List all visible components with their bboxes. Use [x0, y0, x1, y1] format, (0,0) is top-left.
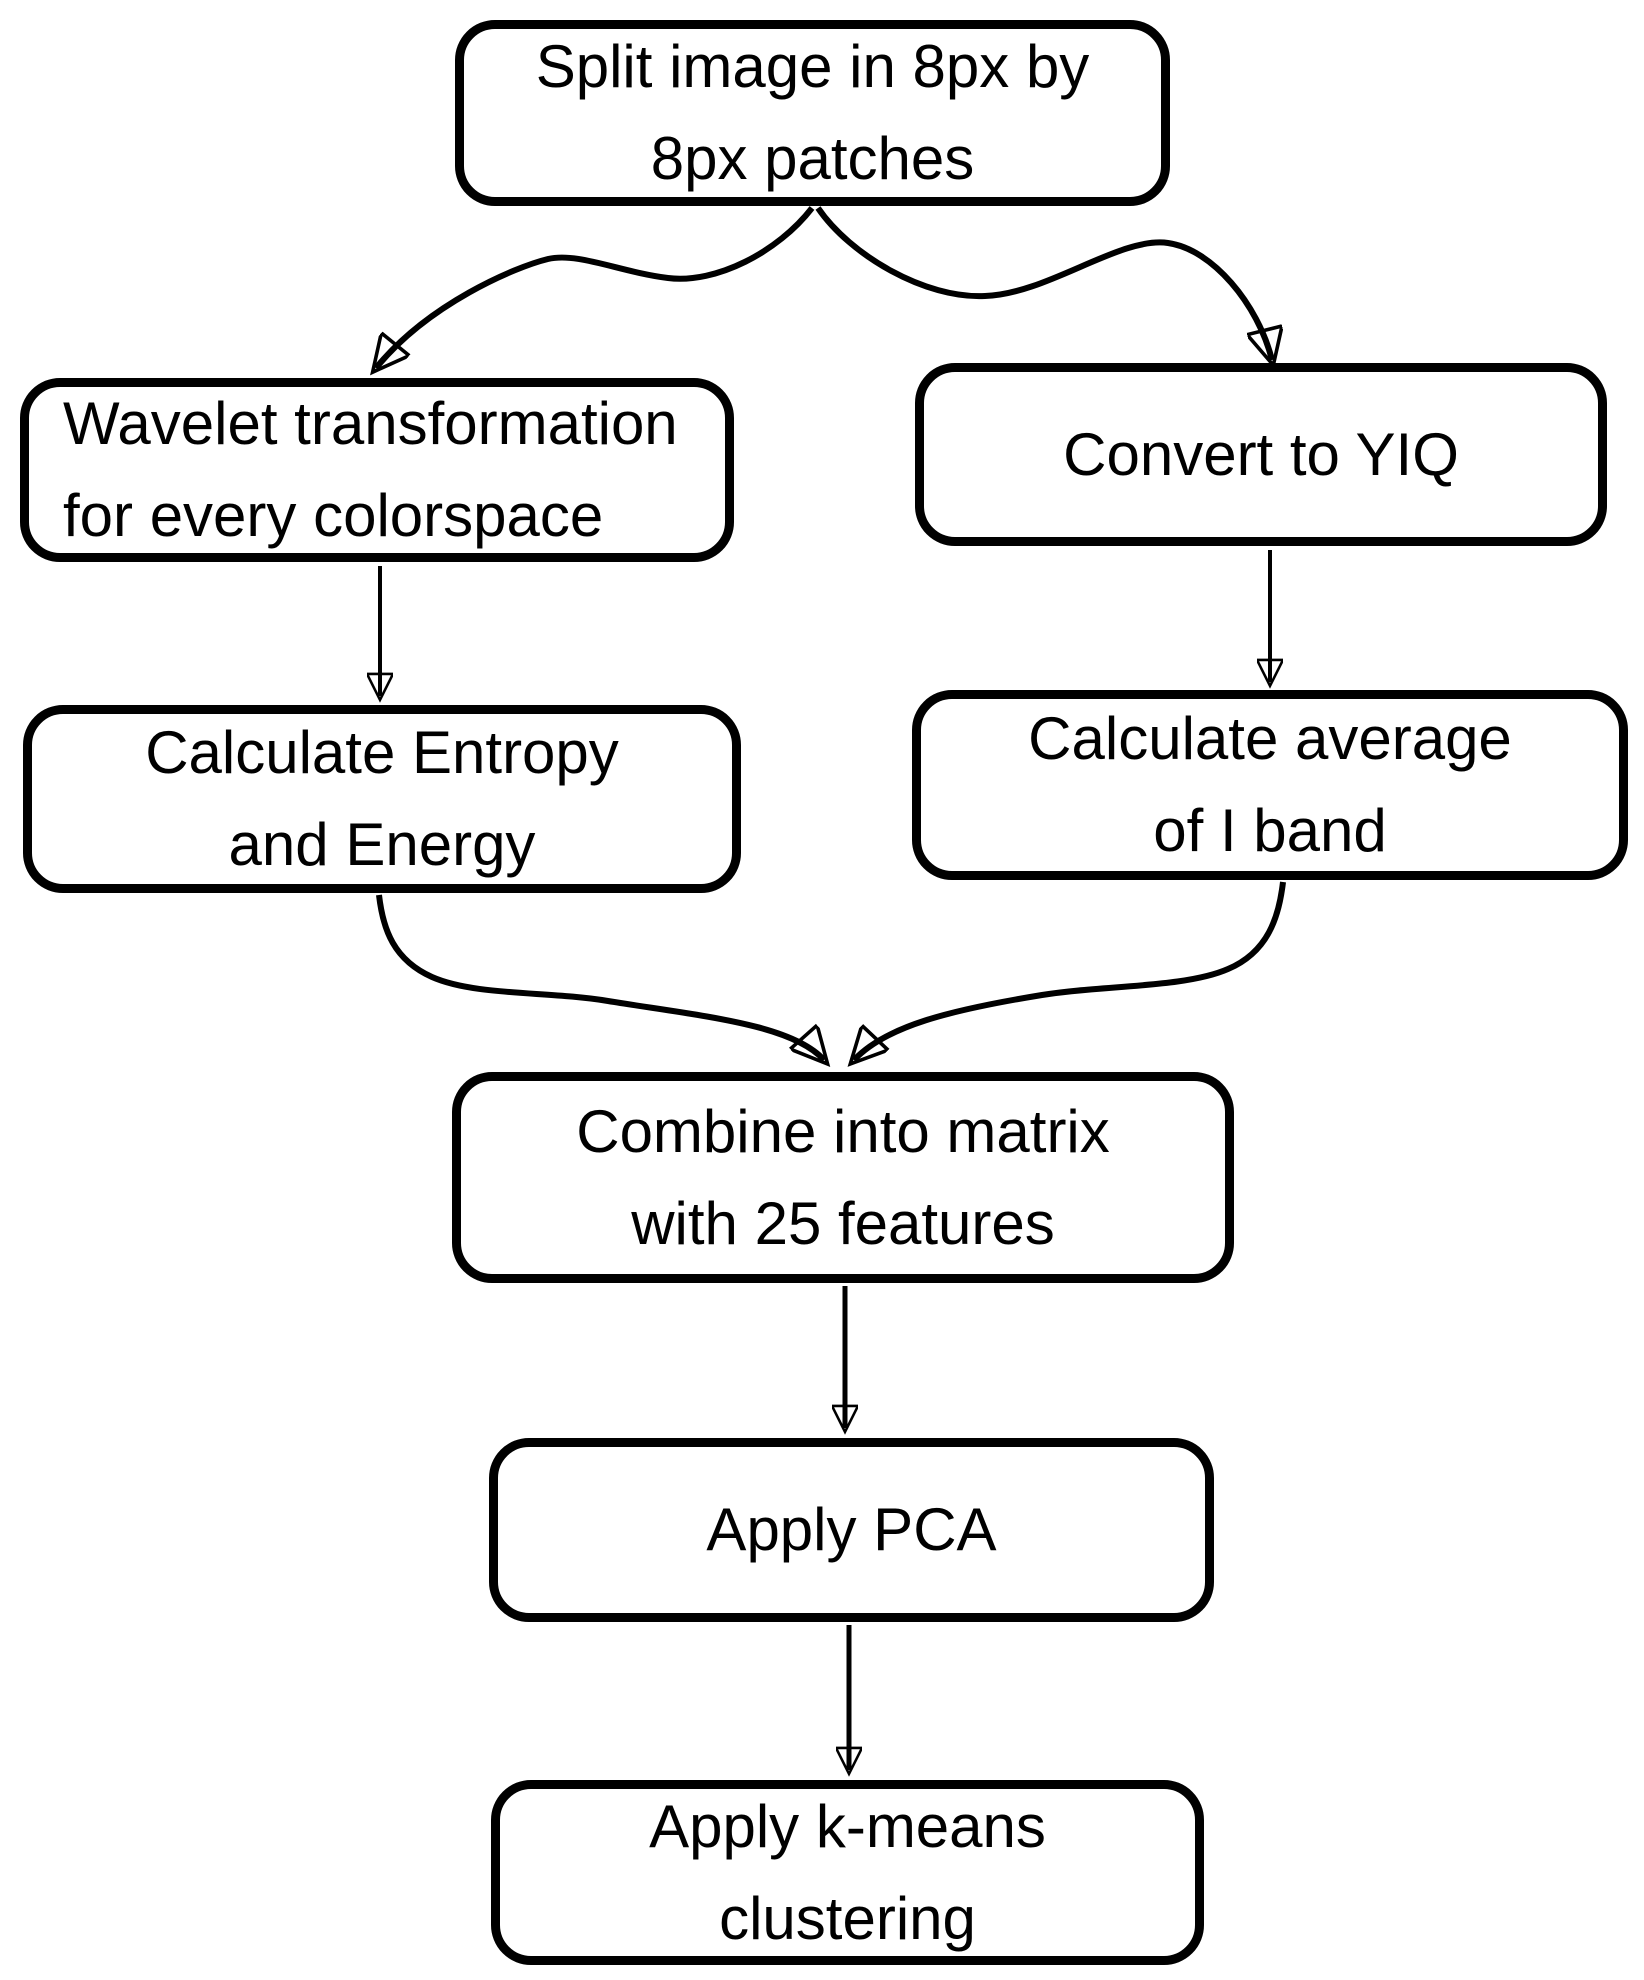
node-label-line: Split image in 8px by: [535, 33, 1090, 100]
node-label-line: Apply k-means: [649, 1792, 1046, 1860]
node-label-line: Apply PCA: [706, 1496, 997, 1563]
arrow-split-to-wavelet: [376, 206, 815, 368]
node-label-line: Calculate Entropy: [145, 719, 619, 786]
node-apply-kmeans-clustering: Apply k-means clustering: [491, 1780, 1204, 1965]
arrow-average-to-combine: [854, 881, 1286, 1060]
node-label-line: of I band: [1153, 797, 1387, 864]
node-label-line: Combine into matrix: [576, 1097, 1110, 1165]
node-label-line: Convert to YIQ: [1063, 420, 1459, 488]
node-label-line: Wavelet transformation: [63, 390, 678, 457]
node-wavelet-transformation: Wavelet transformation for every colorsp…: [20, 378, 734, 562]
node-calculate-entropy-energy: Calculate Entropy and Energy: [23, 705, 741, 893]
node-label-line: and Energy: [228, 811, 536, 878]
node-combine-into-matrix: Combine into matrix with 25 features: [452, 1072, 1234, 1283]
node-label-line: 8px patches: [650, 125, 975, 192]
node-apply-pca: Apply PCA: [489, 1438, 1214, 1622]
node-label-line: Calculate average: [1028, 705, 1512, 772]
node-convert-to-yiq: Convert to YIQ: [915, 363, 1607, 546]
arrow-entropy-to-combine: [376, 894, 824, 1060]
node-label-line: clustering: [719, 1884, 976, 1952]
node-label-line: with 25 features: [631, 1189, 1055, 1257]
arrow-split-to-yiq: [815, 206, 1272, 360]
node-split-image-patches: Split image in 8px by 8px patches: [455, 20, 1170, 206]
node-label-line: for every colorspace: [63, 482, 604, 549]
node-calculate-average-iband: Calculate average of I band: [912, 690, 1628, 880]
